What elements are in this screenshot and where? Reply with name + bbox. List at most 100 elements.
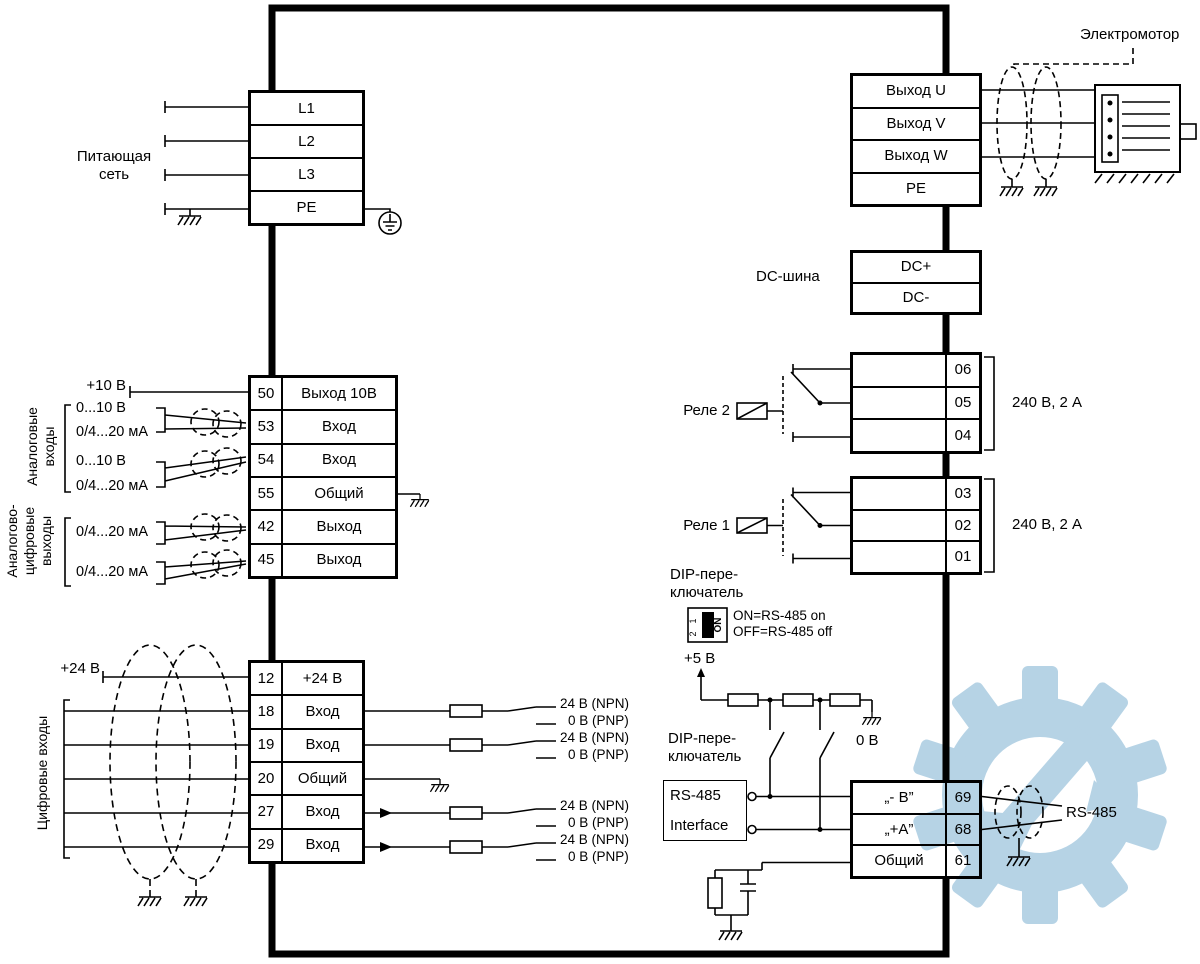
terminal-cell: Выход V [852, 107, 980, 140]
pnp-label-1: 0 В (PNP) [568, 713, 629, 728]
analog-wires [64, 386, 430, 587]
resistor-icon [449, 806, 483, 820]
terminal-cell: Выход U [852, 75, 980, 108]
rs485-interface-line1: RS-485 [670, 787, 721, 805]
analog-range-in2-i: 0/4...20 мА [76, 478, 149, 494]
rating-bracket [984, 478, 995, 573]
digital-terminal-block: 12 +24 В 18 Вход 19 Вход 20 Общий 27 Вхо… [248, 660, 365, 864]
terminal-cell: Общий [282, 476, 396, 511]
chassis-ground-icon [429, 778, 450, 793]
terminal-number: 19 [250, 728, 282, 762]
terminal-cell [852, 541, 946, 573]
terminal-cell: +24 В [282, 662, 363, 696]
terminal-cell: Вход [282, 443, 396, 477]
terminal-cell: DC+ [852, 252, 980, 283]
analog-range-in1-v: 0...10 В [76, 400, 126, 416]
resistor-icon [449, 840, 483, 854]
terminal-cell [852, 386, 946, 420]
dip-pos2-label: 2 [688, 631, 698, 636]
protective-earth-icon [378, 211, 402, 235]
motor-terminal-block: Выход U Выход V Выход W PE [850, 73, 982, 207]
terminal-cell: Вход [282, 828, 363, 862]
ground-icon [177, 208, 202, 226]
resistor-icon [829, 693, 861, 707]
analog-terminal-block: 50 Выход 10В 53 Вход 54 Вход 55 Общий 42… [248, 375, 398, 579]
plus5v-label: +5 В [684, 650, 716, 667]
terminal-cell: Вход [282, 795, 363, 829]
terminal-cell: Выход [282, 510, 396, 544]
terminal-number: 53 [250, 410, 282, 444]
relay2-label: Реле 2 [683, 402, 730, 419]
terminal-number: 61 [946, 845, 980, 877]
resistor-icon [707, 877, 723, 909]
arrow-icon [380, 842, 392, 852]
terminal-cell: L1 [250, 92, 363, 125]
analog-outputs-group-label: Аналогово- цифровые выходы [4, 504, 54, 578]
analog-range-out2-i: 0/4...20 мА [76, 564, 149, 580]
pnp-label-2: 0 В (PNP) [568, 747, 629, 762]
dip-switch-label: DIP-пере- ключатель [670, 566, 744, 601]
terminal-number: 12 [250, 662, 282, 696]
terminal-cell: „- B” [852, 782, 946, 814]
dc-bus-label: DC-шина [756, 268, 820, 285]
plus10v-label: +10 В [86, 377, 126, 394]
terminal-number: 01 [946, 541, 980, 573]
terminal-number: 29 [250, 828, 282, 862]
ground-icon [718, 923, 743, 941]
terminal-cell: Вход [282, 728, 363, 762]
dip-switch-icon: 1 2 ON [687, 607, 728, 643]
rs485-dip-label: DIP-пере- ключатель [668, 730, 742, 765]
shielded-cable-icon [109, 644, 237, 890]
rs485-bus-label: RS-485 [1066, 804, 1117, 821]
terminal-number: 50 [250, 377, 282, 411]
chassis-ground-icon [861, 711, 882, 726]
terminal-number: 04 [946, 419, 980, 452]
terminal-number: 02 [946, 509, 980, 542]
motor-wires [982, 48, 1197, 197]
power-wires [164, 101, 402, 235]
terminal-number: 54 [250, 443, 282, 477]
plus24v-label: +24 В [60, 660, 100, 677]
terminal-cell [852, 478, 946, 510]
resistor-icon [782, 693, 814, 707]
pnp-label-3: 0 В (PNP) [568, 815, 629, 830]
shielded-pair-icon [994, 785, 1044, 839]
npn-label-3: 24 В (NPN) [560, 798, 630, 813]
terminal-cell: DC- [852, 282, 980, 313]
npn-label-4: 24 В (NPN) [560, 832, 630, 847]
terminal-cell: Выход W [852, 140, 980, 173]
relay2-terminal-block: 06 05 04 [850, 352, 982, 454]
resistor-icon [449, 704, 483, 718]
chassis-ground-icon [409, 493, 430, 508]
analog-inputs-group-label: Аналоговые входы [24, 407, 57, 486]
analog-range-out1-i: 0/4...20 мА [76, 524, 149, 540]
terminal-cell [852, 509, 946, 542]
dip-pos1-label: 1 [688, 618, 698, 623]
terminal-number: 45 [250, 543, 282, 577]
terminal-cell: L2 [250, 125, 363, 158]
npn-label-1: 24 В (NPN) [560, 696, 630, 711]
arrow-icon [380, 808, 392, 818]
terminal-number: 27 [250, 795, 282, 829]
ground-icon [1033, 179, 1058, 197]
digital-wires [63, 644, 556, 907]
resistor-icon [727, 693, 759, 707]
terminal-cell: PE [250, 191, 363, 224]
shielded-pair-icon [190, 408, 242, 579]
terminal-cell: L3 [250, 158, 363, 191]
terminal-cell: Общий [852, 845, 946, 877]
rs485-interface-box: RS-485 Interface [663, 780, 747, 841]
dip-on-label: ON [713, 618, 724, 633]
pnp-label-4: 0 В (PNP) [568, 849, 629, 864]
npn-label-2: 24 В (NPN) [560, 730, 630, 745]
terminal-number: 69 [946, 782, 980, 814]
terminal-number: 20 [250, 761, 282, 796]
relay1-contact [736, 478, 995, 573]
terminal-cell: „+A” [852, 813, 946, 846]
resistor-icon [449, 738, 483, 752]
terminal-cell: Вход [282, 410, 396, 444]
arrow-up-icon [697, 668, 705, 677]
power-supply-label: Питающая сеть [76, 148, 152, 183]
relay1-label: Реле 1 [683, 517, 730, 534]
